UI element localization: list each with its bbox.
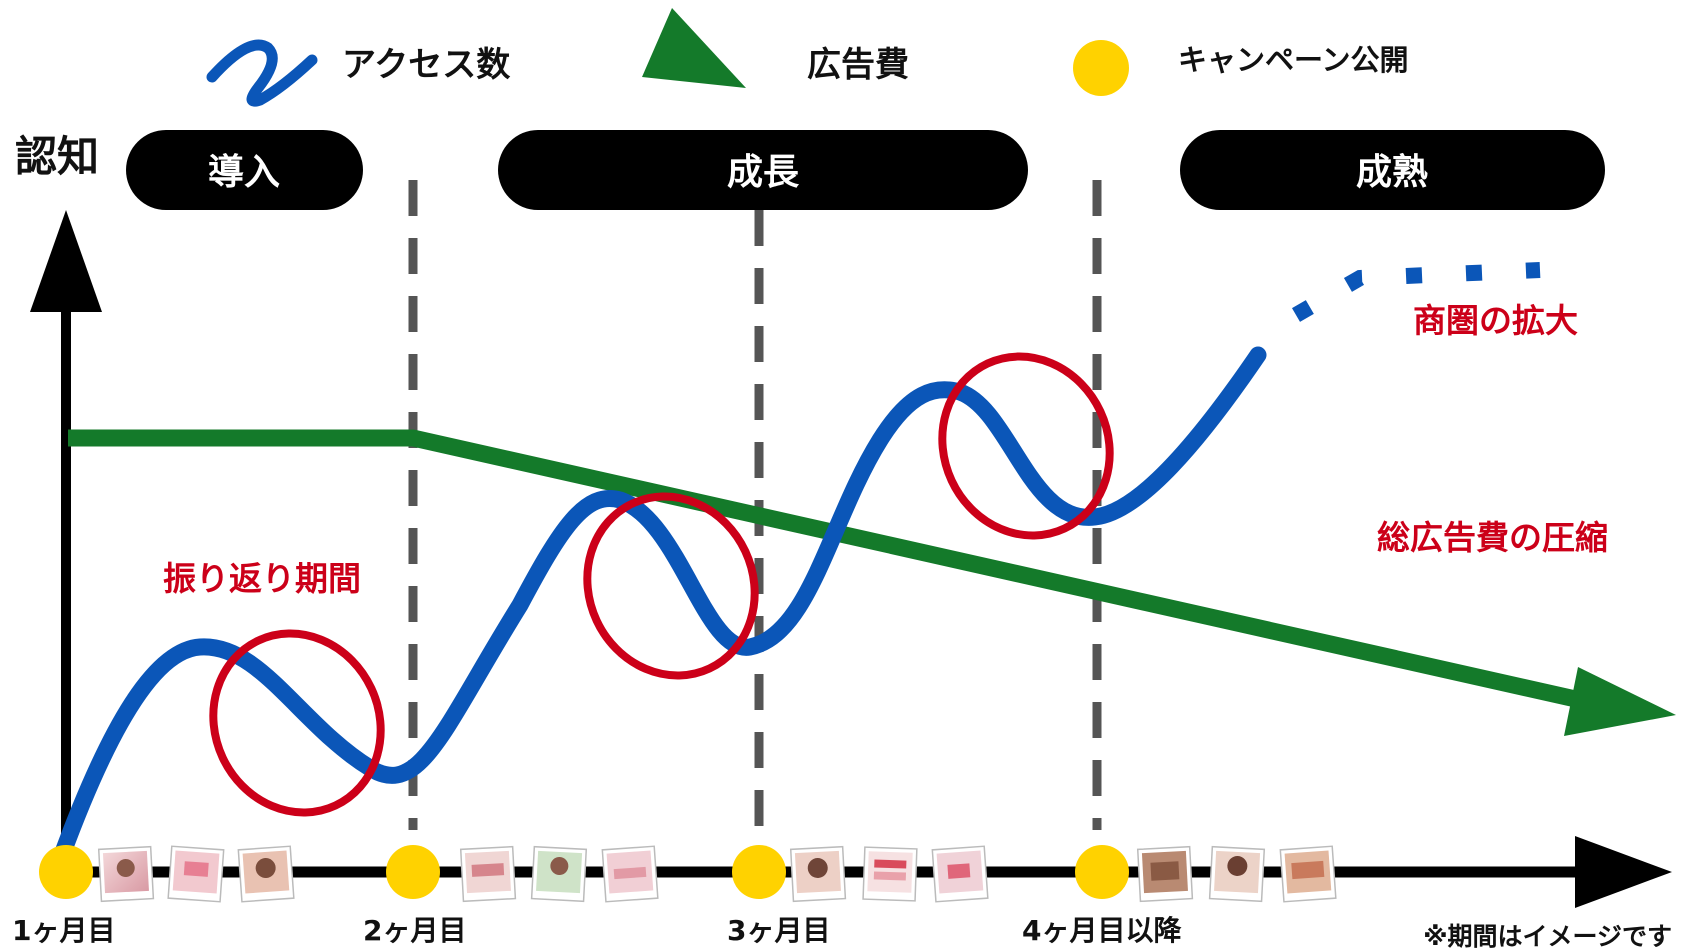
annotation-expansion: 商圏の拡大 [1413, 301, 1578, 340]
reflection-circle-3 [938, 352, 1114, 540]
reflection-circle-2 [583, 492, 759, 680]
campaign-dot [732, 845, 786, 899]
y-axis-label: 認知 [15, 132, 99, 181]
phase-label-growth: 成長 [727, 152, 800, 193]
annotation-reflection: 振り返り期間 [163, 559, 361, 598]
ad-cost-arrow-icon [1564, 667, 1676, 736]
y-axis-arrow-icon [30, 210, 102, 312]
campaign-photo-thumbnail [530, 845, 588, 903]
campaign-dot [386, 845, 440, 899]
campaign-photo-thumbnail [931, 845, 989, 903]
campaign-photo-thumbnail [1208, 845, 1266, 903]
campaign-legend-icon [1073, 40, 1129, 96]
period-note: ※期間はイメージです [1423, 922, 1672, 949]
campaign-photo-thumbnail [97, 845, 155, 903]
legend-campaign-label: キャンペーン公開 [1178, 43, 1409, 77]
access-curve-forecast [1291, 262, 1541, 322]
x-axis-arrow-icon [1575, 836, 1672, 908]
campaign-dot [39, 845, 93, 899]
ad-cost-line [68, 429, 1582, 709]
campaign-photo-thumbnail [601, 845, 659, 903]
campaign-photo-thumbnail [862, 846, 918, 902]
phase-label-intro: 導入 [208, 152, 280, 193]
campaign-photo-thumbnail [789, 845, 847, 903]
month-label-1: 1ヶ月目 [12, 914, 115, 947]
month-label-2: 2ヶ月目 [363, 914, 466, 947]
legend-ad-cost-label: 広告費 [807, 45, 909, 85]
campaign-dot [1075, 845, 1129, 899]
phase-pill-mature [1180, 130, 1605, 210]
annotation-compression: 総広告費の圧縮 [1377, 518, 1608, 557]
campaign-photo-thumbnail [1136, 845, 1194, 903]
month-label-3: 3ヶ月目 [727, 914, 830, 947]
legend-access-label: アクセス数 [342, 45, 510, 85]
phase-pill-growth [498, 130, 1028, 210]
phase-label-mature: 成熟 [1356, 152, 1428, 193]
phase-pill-intro [126, 130, 363, 210]
access-legend-icon [206, 39, 318, 107]
ad-cost-legend-icon [642, 8, 746, 88]
campaign-photo-thumbnail [237, 845, 295, 903]
access-curve [53, 346, 1267, 864]
month-label-4: 4ヶ月目以降 [1022, 914, 1182, 947]
campaign-photo-thumbnail [167, 845, 225, 903]
campaign-photo-thumbnail [459, 845, 517, 903]
reflection-circle-1 [209, 629, 385, 817]
campaign-photo-thumbnail [1279, 845, 1337, 903]
